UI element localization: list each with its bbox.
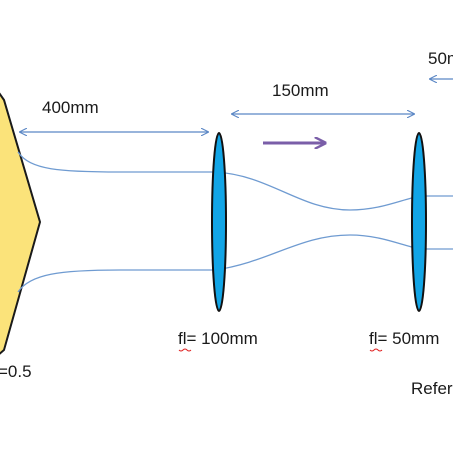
lens-2-fl-value: = 50mm (378, 329, 440, 348)
label-50mm-partial: 50m (428, 49, 453, 68)
label-param-partial: =0.5 (0, 362, 32, 381)
label-400mm: 400mm (42, 98, 99, 117)
lens-2-fl-prefix: fl (369, 329, 378, 348)
label-lens-1-focal-length: fl= 100mm (178, 329, 258, 348)
label-lens-2-focal-length: fl= 50mm (369, 329, 439, 348)
lens-2 (411, 132, 427, 312)
lens-1-fl-prefix: fl (178, 329, 187, 348)
spellcheck-underline-2 (369, 348, 383, 352)
beam-upper-edge (17, 151, 453, 211)
light-source-shape (0, 92, 42, 355)
label-reference-partial: Refer (411, 379, 453, 398)
lens-1 (211, 132, 227, 312)
label-150mm: 150mm (272, 81, 329, 100)
lens-1-fl-value: = 100mm (187, 329, 258, 348)
spellcheck-underline-1 (178, 348, 192, 352)
beam-lower-edge (17, 234, 453, 293)
